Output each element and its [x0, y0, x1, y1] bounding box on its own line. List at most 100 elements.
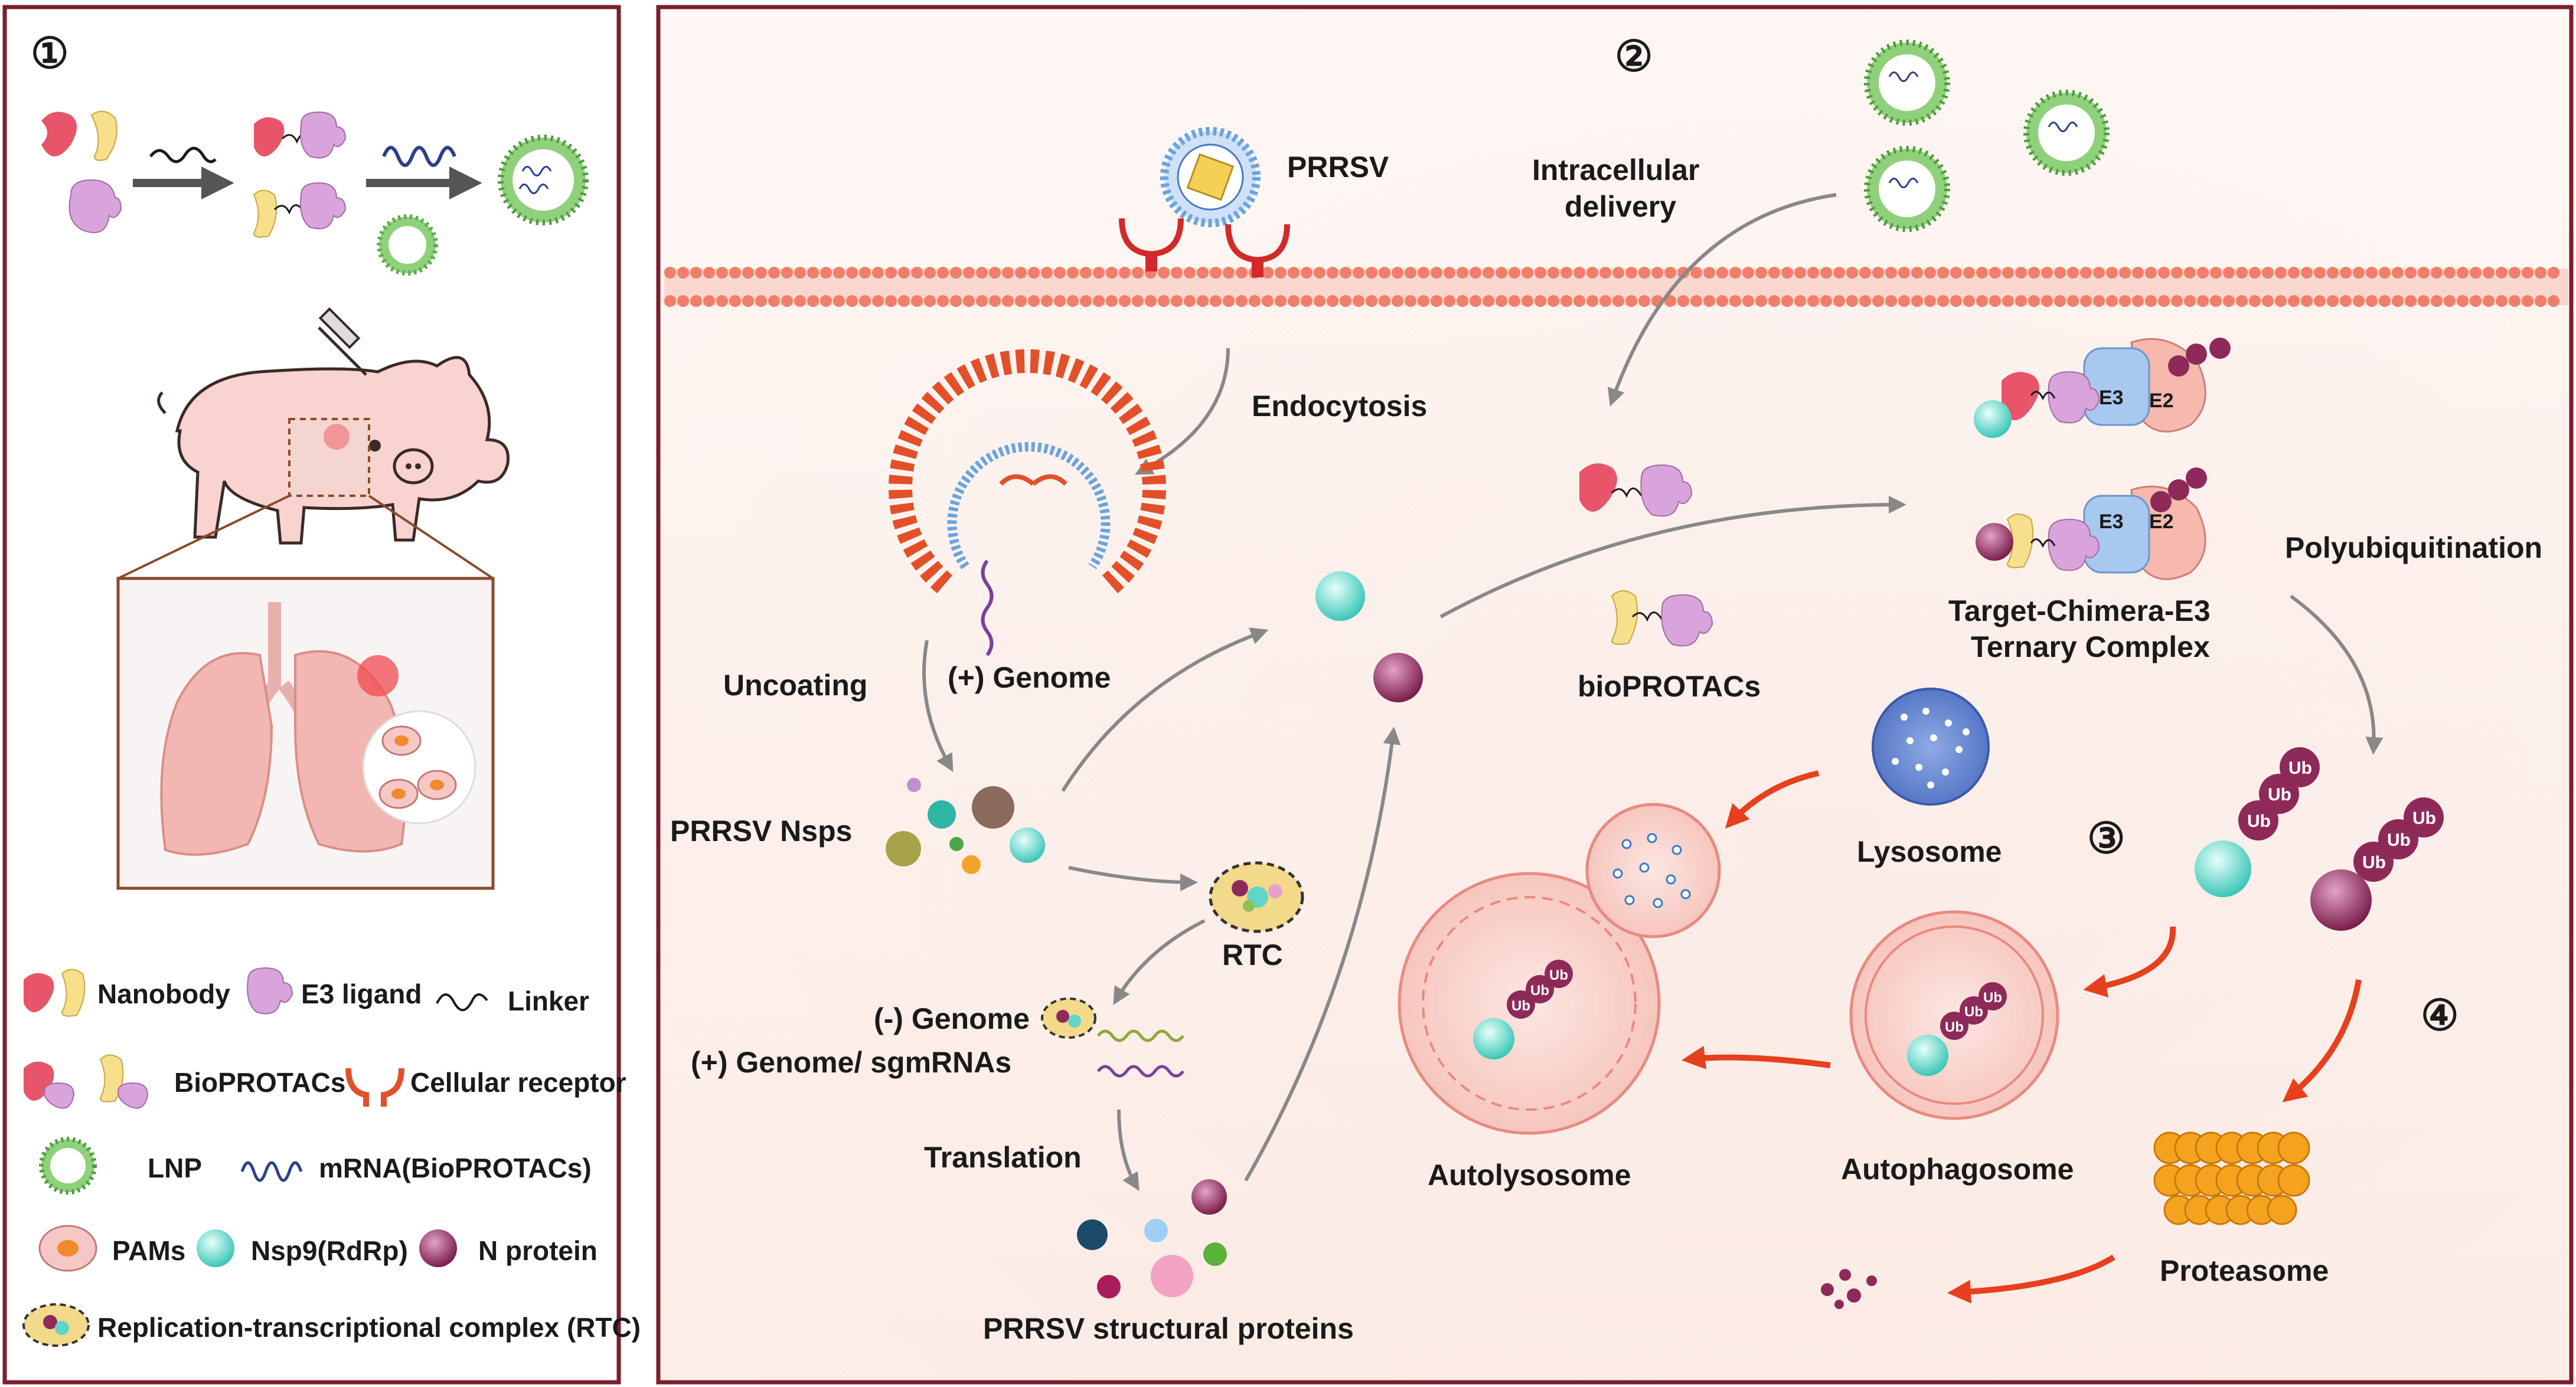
lipid-head	[1210, 295, 1222, 307]
lipid-head	[1184, 295, 1196, 307]
n-protein-target	[1373, 653, 1423, 702]
lipid-head	[1093, 267, 1105, 279]
lipid-head	[1106, 295, 1118, 307]
lipid-head	[2496, 267, 2508, 279]
lipid-head	[1002, 267, 1014, 279]
lipid-head	[2327, 295, 2339, 307]
lipid-head	[2379, 267, 2391, 279]
lipid-head	[1638, 267, 1650, 279]
bioprotac-assembly-icons	[41, 110, 589, 276]
lipid-head	[2366, 295, 2378, 307]
lipid-head	[2158, 267, 2170, 279]
legend-e3-ligand: E3 ligand	[301, 979, 422, 1009]
lipid-head	[846, 267, 858, 279]
label-e3-2: E3	[2099, 511, 2124, 533]
label-minus-genome: (-) Genome	[874, 1002, 1030, 1035]
lipid-head	[1690, 267, 1702, 279]
legend-rtc: Replication-transcriptional complex (RTC…	[97, 1312, 641, 1343]
lipid-head	[924, 267, 936, 279]
lipid-head	[2379, 295, 2391, 307]
lipid-head	[1015, 295, 1027, 307]
lipid-head	[1301, 267, 1313, 279]
lipid-head	[2041, 267, 2053, 279]
proteasome	[2153, 1131, 2310, 1225]
lipid-head	[1483, 295, 1494, 307]
lipid-head	[1768, 267, 1780, 279]
legend-cellular-receptor: Cellular receptor	[410, 1067, 626, 1098]
ub-10: Ub	[1983, 990, 2002, 1006]
lipid-head	[1703, 295, 1715, 307]
lipid-head	[885, 267, 897, 279]
lipid-head	[1612, 267, 1624, 279]
lysosome-dots	[1892, 708, 1970, 789]
lipid-head	[898, 267, 910, 279]
lipid-head	[1405, 295, 1416, 307]
lipid-head	[2067, 295, 2079, 307]
label-autophagosome: Autophagosome	[1841, 1153, 2074, 1186]
lipid-head	[1392, 295, 1403, 307]
lipid-head	[768, 267, 780, 279]
lipid-head	[2210, 267, 2222, 279]
rtc-complex	[1209, 861, 1304, 933]
lipid-head	[2184, 295, 2196, 307]
lipid-head	[1807, 295, 1819, 307]
lipid-head	[911, 267, 923, 279]
lipid-head	[2483, 295, 2495, 307]
lipid-head	[677, 267, 689, 279]
lipid-head	[742, 295, 754, 307]
lipid-head	[2015, 267, 2027, 279]
legend-pams: PAMs	[112, 1235, 185, 1266]
ternary-complex-2	[1976, 467, 2207, 580]
label-uncoating: Uncoating	[723, 669, 867, 702]
lipid-head	[2483, 267, 2495, 279]
lipid-head	[1249, 295, 1261, 307]
lipid-head	[1846, 295, 1858, 307]
ub-7: Ub	[1549, 967, 1568, 983]
lipid-head	[1937, 295, 1949, 307]
autolysosome	[1398, 803, 1721, 1135]
lipid-head	[2197, 267, 2209, 279]
lipid-head	[2223, 295, 2235, 307]
lipid-head	[1963, 267, 1975, 279]
ub-8: Ub	[1530, 983, 1549, 999]
lipid-head	[781, 267, 793, 279]
lipid-head	[2132, 267, 2144, 279]
lipid-head	[1716, 295, 1728, 307]
lipid-head	[1158, 295, 1170, 307]
lipid-head	[1002, 295, 1014, 307]
label-ternary-2: Ternary Complex	[1971, 630, 2210, 663]
lipid-head	[1119, 295, 1131, 307]
label-lysosome: Lysosome	[1857, 835, 2002, 868]
lipid-head	[2275, 295, 2287, 307]
structural-proteins-cluster	[1077, 1179, 1227, 1298]
lipid-head	[2184, 267, 2196, 279]
lipid-head	[2119, 267, 2131, 279]
lipid-head	[2444, 295, 2456, 307]
lipid-head	[2353, 295, 2365, 307]
lipid-head	[963, 295, 975, 307]
lipid-head	[859, 295, 871, 307]
ub-6: Ub	[2362, 853, 2386, 872]
lipid-head	[1509, 295, 1520, 307]
lipid-head	[1080, 267, 1092, 279]
lipid-head	[2028, 295, 2040, 307]
ub-9: Ub	[1511, 998, 1530, 1014]
lipid-head	[1599, 267, 1611, 279]
lipid-head	[1236, 267, 1248, 279]
lipid-head	[1950, 295, 1962, 307]
lipid-head	[664, 295, 676, 307]
lipid-head	[1418, 267, 1429, 279]
lipid-head	[1132, 295, 1144, 307]
lipid-head	[1768, 295, 1780, 307]
lipid-head	[1872, 295, 1884, 307]
lipid-head	[2548, 267, 2559, 279]
lipid-head	[2054, 295, 2066, 307]
lipid-head	[1028, 295, 1040, 307]
lipid-head	[1405, 267, 1416, 279]
lipid-head	[1625, 267, 1637, 279]
lipid-head	[1457, 295, 1468, 307]
lipid-head	[1353, 295, 1364, 307]
panel2-number: ②	[1615, 33, 1653, 80]
lipid-head	[1041, 295, 1053, 307]
lipid-head	[2197, 295, 2209, 307]
